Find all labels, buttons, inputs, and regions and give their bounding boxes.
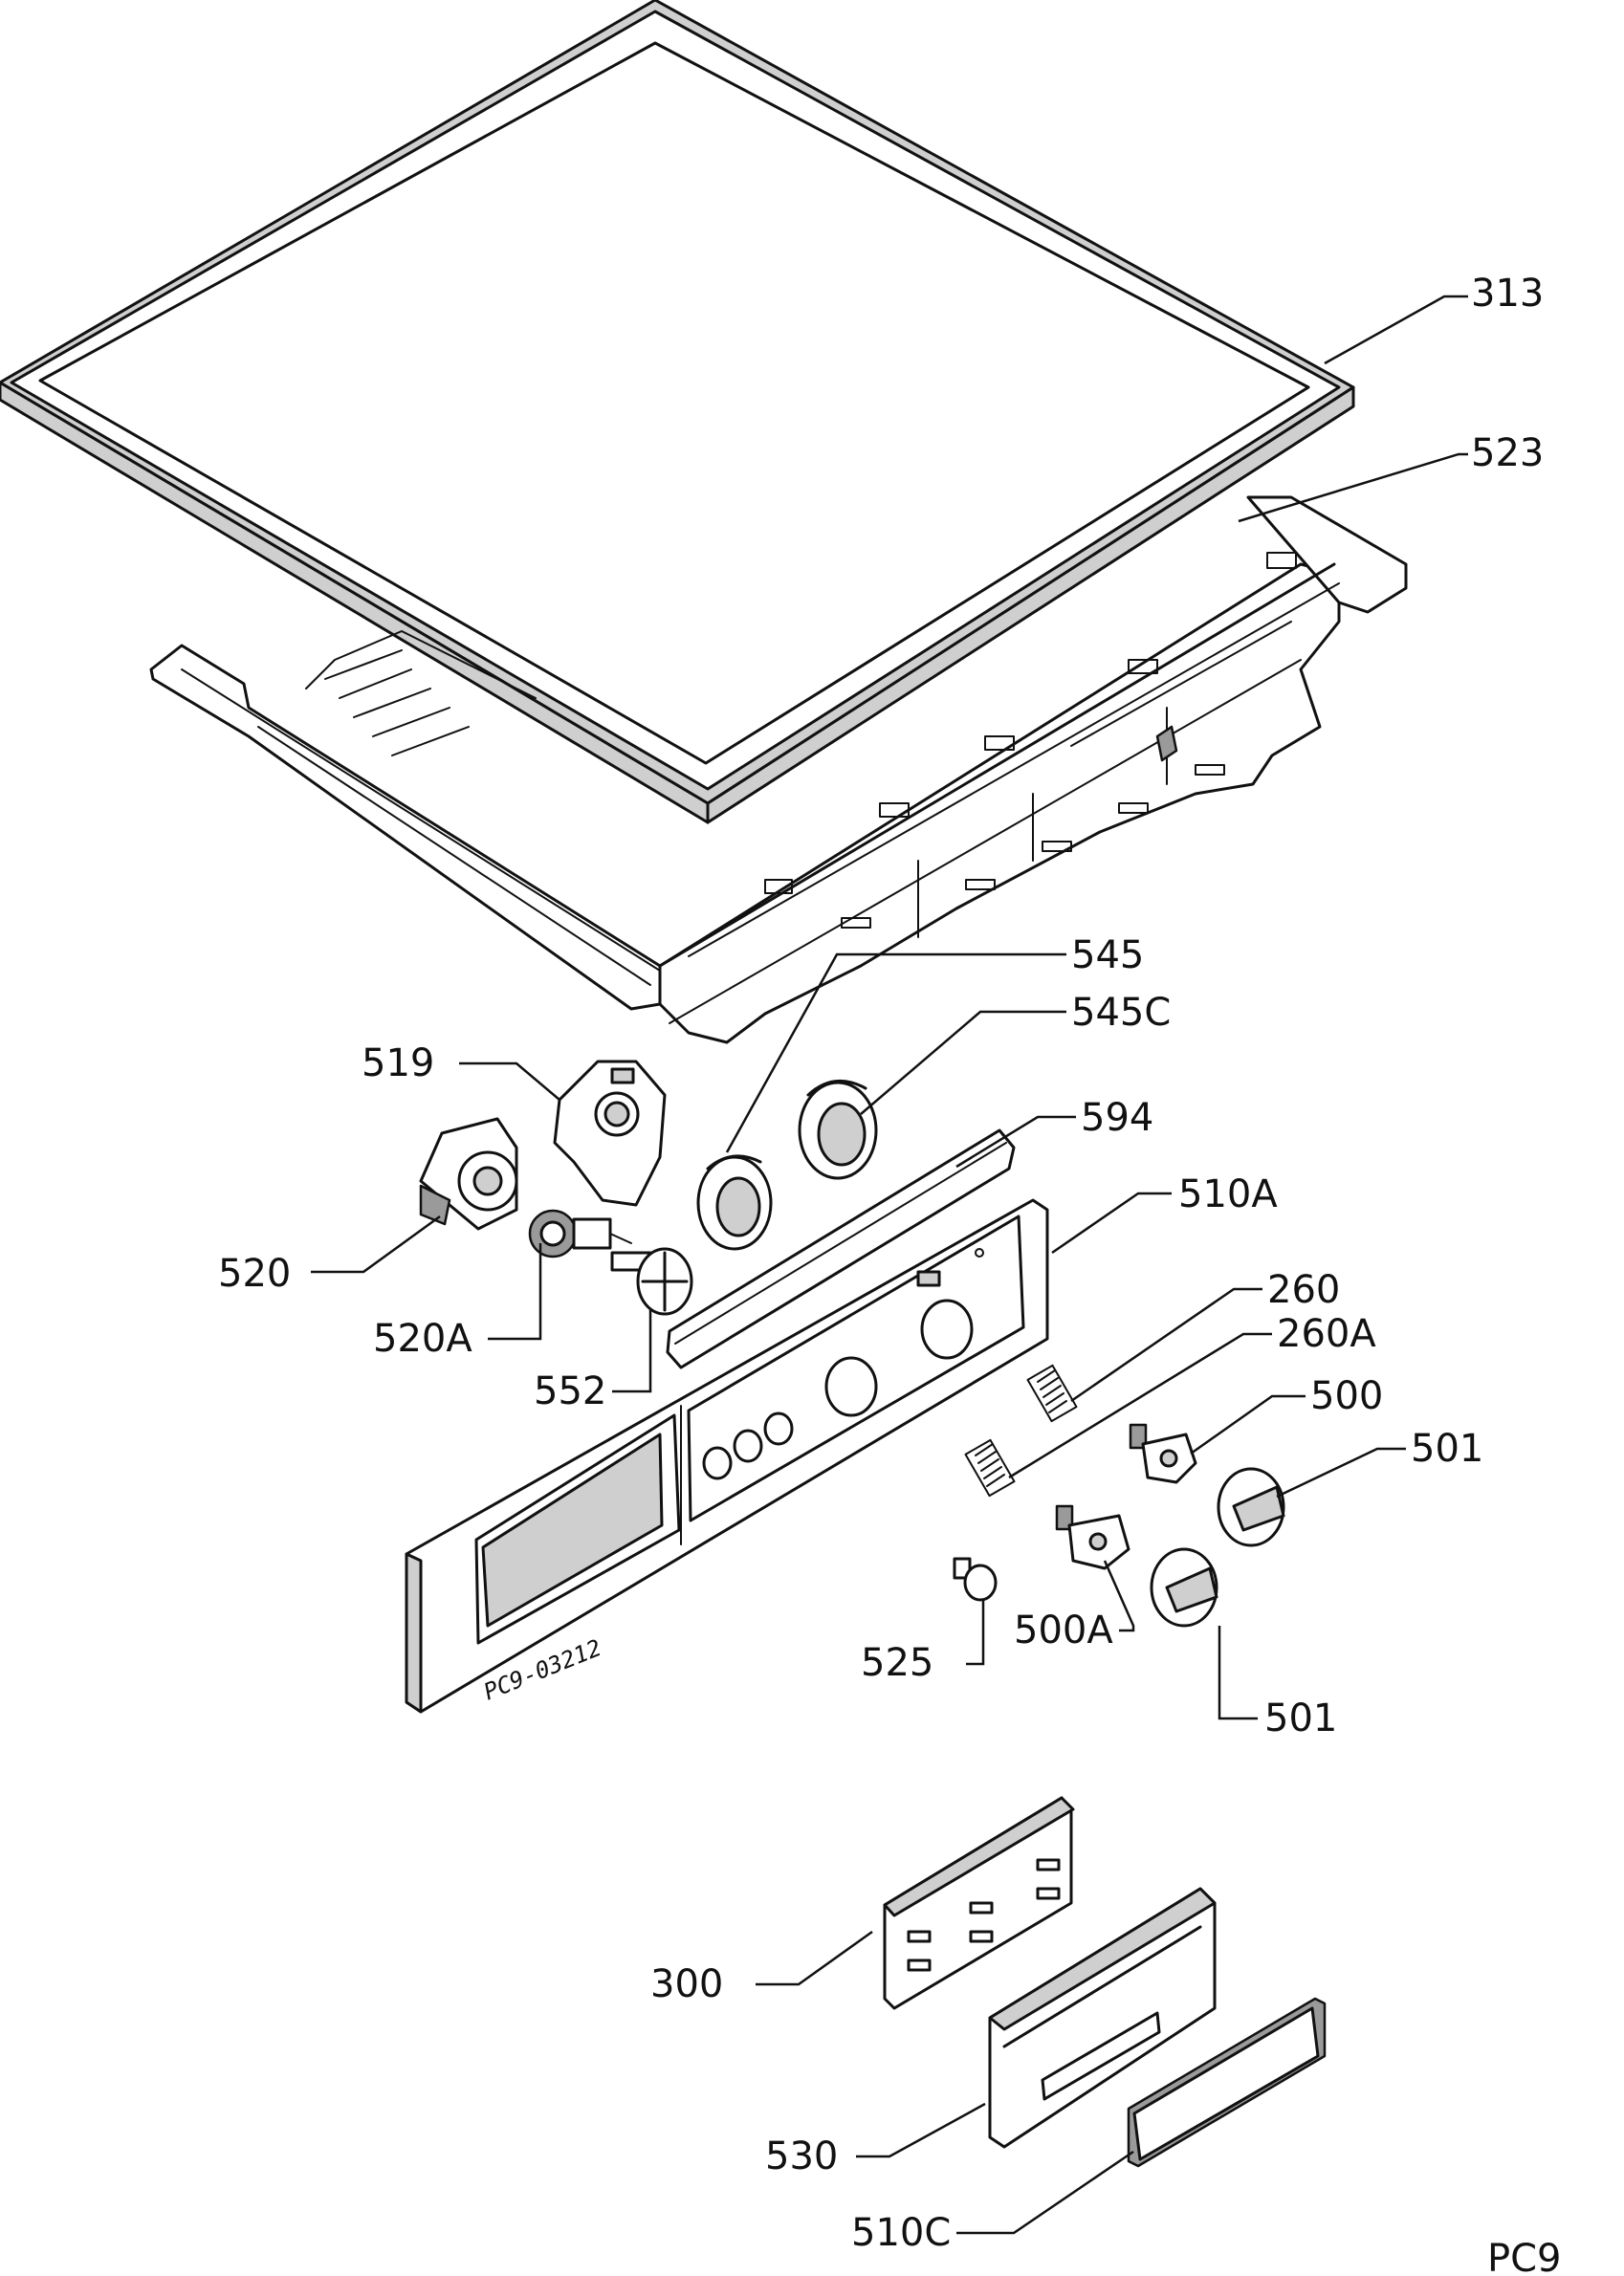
label-500: 500 <box>1310 1374 1383 1418</box>
label-500a: 500A <box>1014 1609 1113 1652</box>
label-530: 530 <box>765 2134 838 2178</box>
part-501-knob-lower <box>1150 1547 1218 1628</box>
label-501-lower: 501 <box>1264 1696 1337 1740</box>
part-510a-panel <box>405 1198 1049 1714</box>
part-519-bracket <box>553 1060 667 1207</box>
part-313-worktop <box>0 0 1355 824</box>
label-501-upper: 501 <box>1411 1427 1483 1471</box>
part-552-shaft <box>610 1247 693 1316</box>
part-510c-label-plate <box>1127 1997 1327 2168</box>
part-300-insert <box>883 1796 1075 2010</box>
label-545c: 545C <box>1071 991 1171 1035</box>
label-313: 313 <box>1471 272 1544 316</box>
part-530-drawer-front <box>988 1887 1217 2149</box>
part-labels: 313 523 545 545C 519 594 510A 520 520A 5… <box>218 272 1544 2255</box>
part-260a-spring <box>964 1438 1016 1498</box>
page-code: PC9 <box>1487 2237 1562 2276</box>
label-260a: 260A <box>1277 1312 1376 1356</box>
label-300: 300 <box>650 1962 723 2006</box>
part-500-potentiometer <box>1129 1423 1197 1484</box>
label-260: 260 <box>1267 1268 1340 1312</box>
part-500a-potentiometer <box>1055 1504 1130 1570</box>
part-594-strip <box>666 1128 1016 1369</box>
part-260-spring <box>1026 1364 1078 1423</box>
part-501-knob-upper <box>1217 1467 1285 1547</box>
part-525-button <box>953 1557 998 1602</box>
label-520: 520 <box>218 1252 291 1296</box>
part-520-selector <box>419 1117 518 1231</box>
leader-lines <box>311 295 1468 2235</box>
part-520a-gear <box>528 1209 632 1258</box>
label-510c: 510C <box>851 2211 951 2255</box>
part-545-ring <box>696 1154 773 1251</box>
label-594: 594 <box>1081 1096 1153 1140</box>
label-523: 523 <box>1471 431 1544 475</box>
part-523-frame <box>149 495 1408 1044</box>
label-545: 545 <box>1071 933 1144 977</box>
label-525: 525 <box>861 1641 933 1685</box>
label-510a: 510A <box>1178 1172 1278 1216</box>
part-545c-ring <box>798 1079 878 1180</box>
label-552: 552 <box>534 1369 606 1413</box>
label-520a: 520A <box>373 1317 472 1361</box>
label-519: 519 <box>362 1041 434 1085</box>
